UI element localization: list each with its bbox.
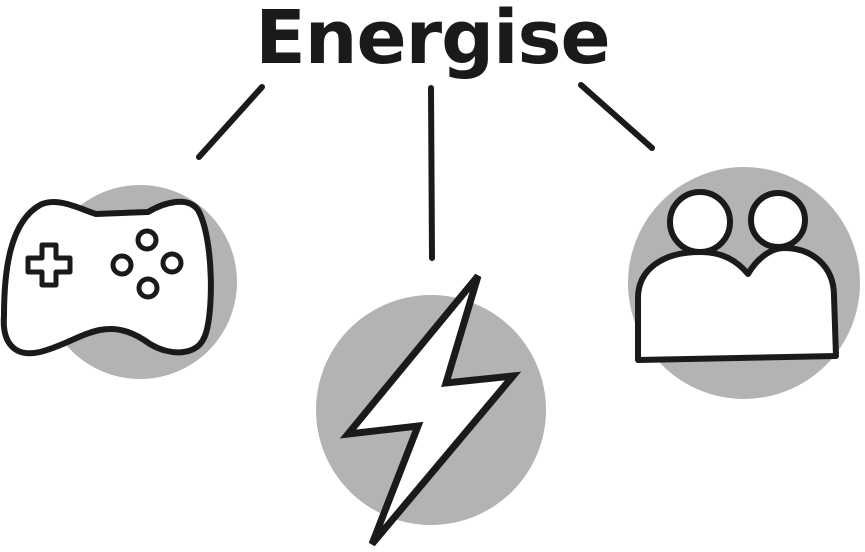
node-people	[628, 167, 860, 399]
connector-center	[428, 85, 435, 261]
lightning-bolt-icon	[339, 273, 522, 547]
node-energy	[316, 273, 546, 547]
diagram-title: Energise	[255, 0, 610, 81]
connector-lines	[196, 82, 655, 261]
connector-left	[196, 84, 265, 160]
node-games	[0, 185, 237, 379]
connector-right	[578, 82, 655, 151]
game-controller-icon	[0, 198, 214, 357]
two-people-icon	[635, 189, 839, 363]
